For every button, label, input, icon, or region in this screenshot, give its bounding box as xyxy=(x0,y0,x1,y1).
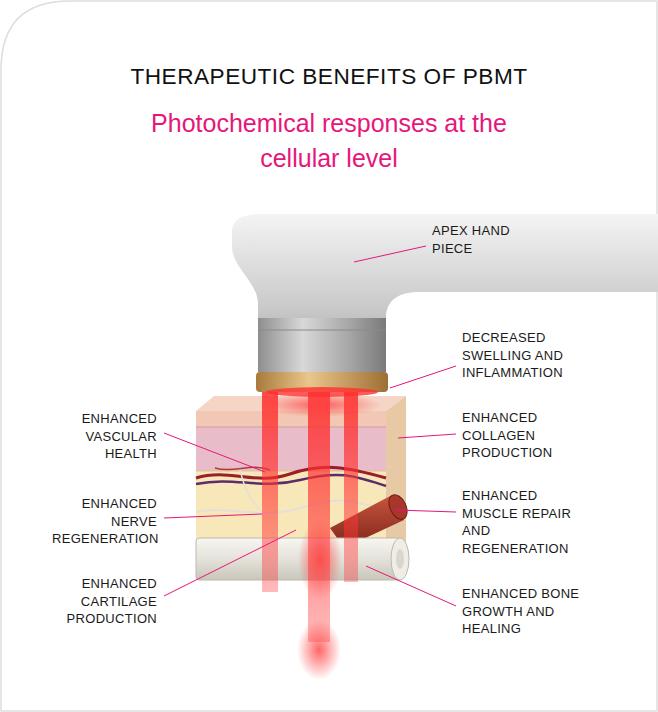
callout-label: ENHANCED NERVE REGENERATION xyxy=(52,495,157,548)
title-text: THERAPEUTIC BENEFITS OF PBMT xyxy=(0,64,658,90)
callout-label-slot: APEX HAND PIECE xyxy=(432,222,528,257)
callout-label: ENHANCED BONE GROWTH AND HEALING xyxy=(462,585,584,638)
callout-label: ENHANCED MUSCLE REPAIR AND REGENERATION xyxy=(462,487,584,557)
callout-label-slot: ENHANCED VASCULAR HEALTH xyxy=(52,410,157,463)
callout-label: ENHANCED CARTILAGE PRODUCTION xyxy=(52,575,157,628)
callout-label: DECREASED SWELLING AND INFLAMMATION xyxy=(462,329,584,382)
callout-label-slot: DECREASED SWELLING AND INFLAMMATION xyxy=(462,329,584,382)
callout-label: ENHANCED COLLAGEN PRODUCTION xyxy=(462,409,584,462)
title-text-slot: THERAPEUTIC BENEFITS OF PBMT xyxy=(0,64,658,90)
callout-label-slot: ENHANCED CARTILAGE PRODUCTION xyxy=(52,575,157,628)
callout-label: ENHANCED VASCULAR HEALTH xyxy=(52,410,157,463)
subtitle-slot: Photochemical responses at the cellular … xyxy=(129,106,529,176)
callout-label-slot: ENHANCED BONE GROWTH AND HEALING xyxy=(462,585,584,638)
callout-label: APEX HAND PIECE xyxy=(432,222,528,257)
callout-label-slot: ENHANCED COLLAGEN PRODUCTION xyxy=(462,409,584,462)
callout-label-slot: ENHANCED NERVE REGENERATION xyxy=(52,495,157,548)
callout-label-slot: ENHANCED MUSCLE REPAIR AND REGENERATION xyxy=(462,487,584,557)
subtitle: Photochemical responses at the cellular … xyxy=(129,106,529,176)
